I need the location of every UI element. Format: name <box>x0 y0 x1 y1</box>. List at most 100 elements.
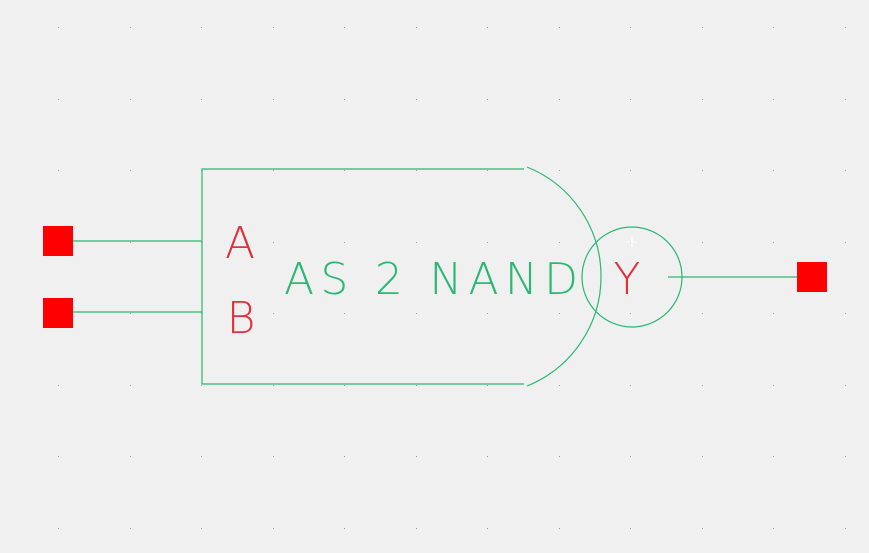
grid-dot <box>130 99 131 100</box>
grid-dot <box>58 27 59 28</box>
grid-dot <box>487 242 488 243</box>
grid-dot <box>344 456 345 457</box>
grid-dot <box>487 170 488 171</box>
grid-dot <box>130 242 131 243</box>
grid-dot <box>559 27 560 28</box>
grid-dot <box>416 242 417 243</box>
grid-dot <box>273 456 274 457</box>
grid-dot <box>630 170 631 171</box>
grid-dot <box>630 385 631 386</box>
grid-dot <box>630 313 631 314</box>
grid-dot <box>201 528 202 529</box>
grid-dot <box>416 385 417 386</box>
pin-label-b: B <box>227 293 256 344</box>
grid-dot <box>487 313 488 314</box>
pin-terminal-b[interactable] <box>43 298 73 328</box>
grid-dot <box>344 385 345 386</box>
grid-dot <box>58 385 59 386</box>
grid-dot <box>702 385 703 386</box>
grid-dot <box>416 528 417 529</box>
grid-dot <box>559 242 560 243</box>
grid-dot <box>773 99 774 100</box>
grid-dot <box>773 170 774 171</box>
grid-dot <box>273 313 274 314</box>
grid-dot <box>773 313 774 314</box>
gate-body-outline <box>201 168 524 385</box>
grid-dot <box>344 170 345 171</box>
grid-dot <box>845 385 846 386</box>
grid-dot <box>201 385 202 386</box>
grid-dot <box>559 385 560 386</box>
grid-dot <box>130 170 131 171</box>
grid-dot <box>845 27 846 28</box>
grid-dot <box>487 27 488 28</box>
grid-dot <box>416 170 417 171</box>
grid-dot <box>344 313 345 314</box>
grid-dot <box>487 99 488 100</box>
grid-dot <box>273 385 274 386</box>
pin-terminal-a[interactable] <box>43 226 73 256</box>
grid-dot <box>416 27 417 28</box>
grid-dot <box>58 170 59 171</box>
grid-dot <box>773 528 774 529</box>
pin-label-a: A <box>225 218 255 269</box>
grid-dot <box>273 528 274 529</box>
grid-dot <box>559 99 560 100</box>
grid-dot <box>845 456 846 457</box>
grid-dot <box>130 528 131 529</box>
grid-dot <box>559 313 560 314</box>
grid-dot <box>702 242 703 243</box>
grid-dot <box>487 385 488 386</box>
grid-dot <box>773 385 774 386</box>
gate-name-label: AS 2 NAND <box>284 254 578 305</box>
grid-dot <box>702 170 703 171</box>
grid-dot <box>845 528 846 529</box>
grid-dot <box>702 456 703 457</box>
grid-dot <box>630 528 631 529</box>
grid-dot <box>559 170 560 171</box>
grid-dot <box>273 27 274 28</box>
grid-dot <box>130 456 131 457</box>
grid-dot <box>344 27 345 28</box>
grid-dot <box>416 313 417 314</box>
grid-dot <box>773 27 774 28</box>
grid-dot <box>845 242 846 243</box>
grid-dot <box>559 456 560 457</box>
grid-dot <box>559 528 560 529</box>
grid-dot <box>344 242 345 243</box>
grid-dot <box>702 313 703 314</box>
pin-terminal-y[interactable] <box>797 262 827 292</box>
grid-dot <box>130 313 131 314</box>
grid-dot <box>273 242 274 243</box>
grid-dot <box>416 456 417 457</box>
grid-dot <box>130 27 131 28</box>
grid-dot <box>201 99 202 100</box>
grid-dot <box>58 456 59 457</box>
grid-dot <box>702 27 703 28</box>
wires <box>72 240 797 313</box>
grid-dot <box>58 528 59 529</box>
grid-dot <box>487 528 488 529</box>
grid-dot <box>201 456 202 457</box>
grid-dot <box>845 170 846 171</box>
grid-dot <box>130 385 131 386</box>
grid-dot <box>630 27 631 28</box>
grid-dot <box>487 456 488 457</box>
grid-dot <box>630 456 631 457</box>
grid-dots <box>58 27 846 529</box>
grid-dot <box>344 99 345 100</box>
pin-label-y: Y <box>614 254 641 305</box>
grid-dot <box>702 528 703 529</box>
grid-dot <box>845 99 846 100</box>
grid-dot <box>773 456 774 457</box>
grid-dot <box>201 27 202 28</box>
grid-dot <box>702 99 703 100</box>
gate-body-arc <box>526 166 602 387</box>
grid-dot <box>273 99 274 100</box>
grid-dot <box>773 242 774 243</box>
grid-dot <box>630 99 631 100</box>
origin-mark <box>627 237 637 247</box>
grid-dot <box>344 528 345 529</box>
grid-dot <box>58 99 59 100</box>
